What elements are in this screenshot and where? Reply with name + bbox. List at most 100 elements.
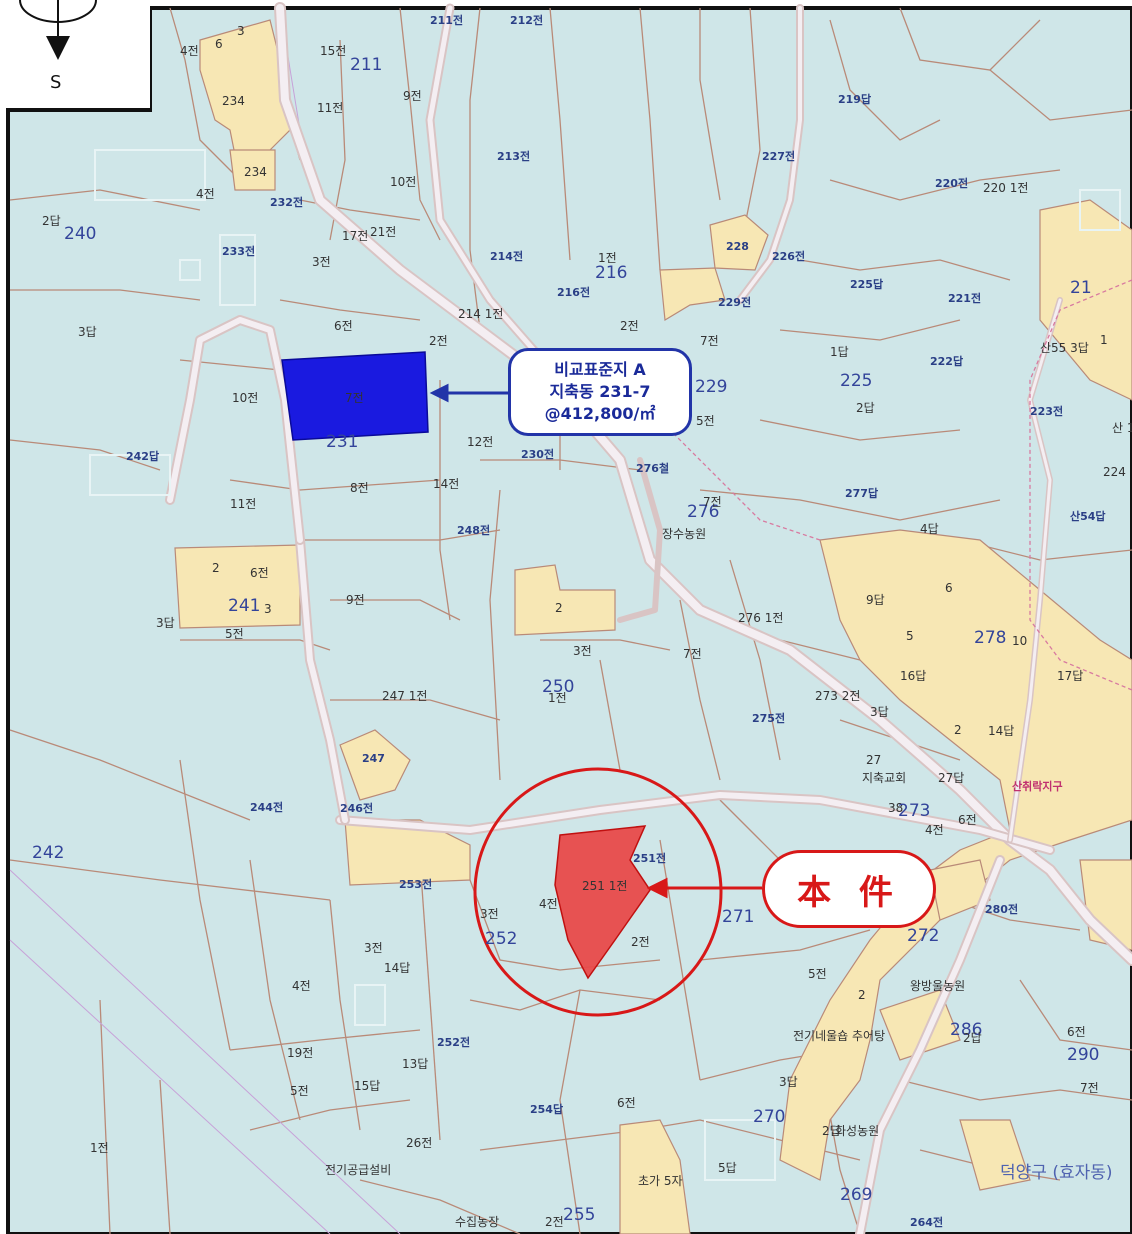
parcel-label: 11전 <box>230 497 256 511</box>
parcel-label: 21전 <box>370 225 396 239</box>
parcel-label: 252 <box>485 929 517 949</box>
parcel-label: 4전 <box>196 187 215 201</box>
parcel-label: 전기네울숍 추어탕 <box>793 1029 885 1043</box>
parcel-label: 276철 <box>636 461 669 475</box>
subject-callout[interactable]: 本 件 <box>762 850 936 928</box>
parcel-label: 2답 <box>42 214 61 228</box>
parcel-label: 219답 <box>838 92 871 106</box>
parcel-label: 229전 <box>718 295 751 309</box>
parcel-label: 13답 <box>402 1057 428 1071</box>
parcel-label: 216 <box>595 263 627 283</box>
parcel-label: 2전 <box>545 1215 564 1229</box>
parcel-label: 2답 <box>856 401 875 415</box>
parcel-label: 4전 <box>292 979 311 993</box>
parcel-label: 17답 <box>1057 669 1083 683</box>
parcel-label: 5전 <box>808 967 827 981</box>
parcel-label: 3답 <box>78 325 97 339</box>
parcel-label: 14답 <box>384 961 410 975</box>
parcel-label: 14답 <box>988 724 1014 738</box>
building-parcels <box>174 19 1132 1234</box>
parcel-label: 7전 <box>700 334 719 348</box>
parcel-label: 226전 <box>772 249 805 263</box>
parcel-label: 15답 <box>354 1079 380 1093</box>
parcel-label: 화성농원 <box>835 1124 879 1138</box>
parcel-label: 2 <box>954 723 962 737</box>
subject-parcel-highlight[interactable] <box>554 825 651 980</box>
parcel-label: 38 <box>888 801 903 815</box>
parcel-label: 9답 <box>866 593 885 607</box>
parcel-label: 15전 <box>320 44 346 58</box>
parcel-label: 11전 <box>317 101 343 115</box>
parcel-label: 6 <box>215 37 223 51</box>
parcel-label: 3전 <box>312 255 331 269</box>
subject-circle <box>473 767 723 1017</box>
parcel-label: 10전 <box>232 391 258 405</box>
parcel-label: 247 1전 <box>382 689 427 703</box>
parcel-label: 3 <box>264 602 272 616</box>
parcel-label: 지축교회 <box>862 771 906 785</box>
parcel-label: 7전 <box>703 495 722 509</box>
parcel-label: 3답 <box>156 616 175 630</box>
parcel-label: 10전 <box>390 175 416 189</box>
parcel-label: 290 <box>1067 1045 1099 1065</box>
parcel-label: 230전 <box>521 447 554 461</box>
parcel-label: 1전 <box>548 691 567 705</box>
parcel-label: 산54답 <box>1070 509 1106 523</box>
parcel-label: 251 1전 <box>582 879 627 893</box>
parcel-label: 6전 <box>1067 1025 1086 1039</box>
parcel-label: 225답 <box>850 277 883 291</box>
parcel-label: 211전 <box>430 13 463 27</box>
parcel-label: 241 <box>228 596 260 616</box>
parcel-label: 산취락지구 <box>1012 779 1063 793</box>
parcel-label: 6전 <box>958 813 977 827</box>
parcel-label: 2 <box>212 561 220 575</box>
parcel-label: 6 <box>945 581 953 595</box>
parcel-label: 272 <box>907 926 939 946</box>
parcel-label: 6전 <box>617 1096 636 1110</box>
parcel-label: 26전 <box>406 1136 432 1150</box>
parcel-label: 211 <box>350 55 382 75</box>
parcel-label: 222답 <box>930 354 963 368</box>
parcel-label: 4전 <box>539 897 558 911</box>
comparison-lot-number: 지축동 231-7 <box>549 382 651 401</box>
roads <box>165 2 1132 1234</box>
parcel-label: 228 <box>726 240 749 253</box>
parcel-label: 3답 <box>870 705 889 719</box>
parcel-label: 233전 <box>222 244 255 258</box>
parcel-label: 3답 <box>779 1075 798 1089</box>
parcel-label: 12전 <box>467 435 493 449</box>
parcel-label: 254답 <box>530 1102 563 1116</box>
south-arrow-icon <box>46 36 70 60</box>
comparison-unit-price: @412,800/㎡ <box>544 404 656 423</box>
comparison-parcel-highlight[interactable] <box>281 351 429 441</box>
parcel-labels: 211전 212전 4전 6 3 15전 211 234 11전 9전 234 … <box>32 13 1132 1229</box>
parcel-label: 278 <box>974 628 1006 648</box>
parcel-label: 초가 5자 <box>638 1174 683 1188</box>
parcel-label: 14전 <box>433 477 459 491</box>
parcel-label: 264전 <box>910 1215 943 1229</box>
parcel-label: 216전 <box>557 285 590 299</box>
parcel-label: 5전 <box>225 627 244 641</box>
parcel-label: 산55 3답 <box>1040 341 1089 355</box>
parcel-label: 4전 <box>180 44 199 58</box>
parcel-label: 220전 <box>935 176 968 190</box>
parcel-label: 276 <box>687 502 719 522</box>
comparison-callout[interactable]: 비교표준지 A 지축동 231-7 @412,800/㎡ <box>508 348 692 436</box>
parcel-label: 275전 <box>752 711 785 725</box>
parcel-label: 6전 <box>334 319 353 333</box>
parcel-label: 산 1 <box>1112 421 1132 435</box>
parcel-label: 7전 <box>1080 1081 1099 1095</box>
parcel-label: 231 <box>326 432 358 452</box>
parcel-label: 246전 <box>340 801 373 815</box>
parcel-label: 276 1전 <box>738 611 783 625</box>
parcel-label: 3전 <box>364 941 383 955</box>
parcel-label: 9전 <box>403 89 422 103</box>
parcel-label: 10 <box>1012 634 1027 648</box>
parcel-label: 270 <box>753 1107 785 1127</box>
parcel-label: 3 <box>237 24 245 38</box>
parcel-label: 271 <box>722 907 754 927</box>
comparison-arrow <box>429 383 508 403</box>
parcel-label: 1답 <box>830 345 849 359</box>
parcel-label: 왕방울농원 <box>910 979 965 993</box>
parcel-label: 16답 <box>900 669 926 683</box>
